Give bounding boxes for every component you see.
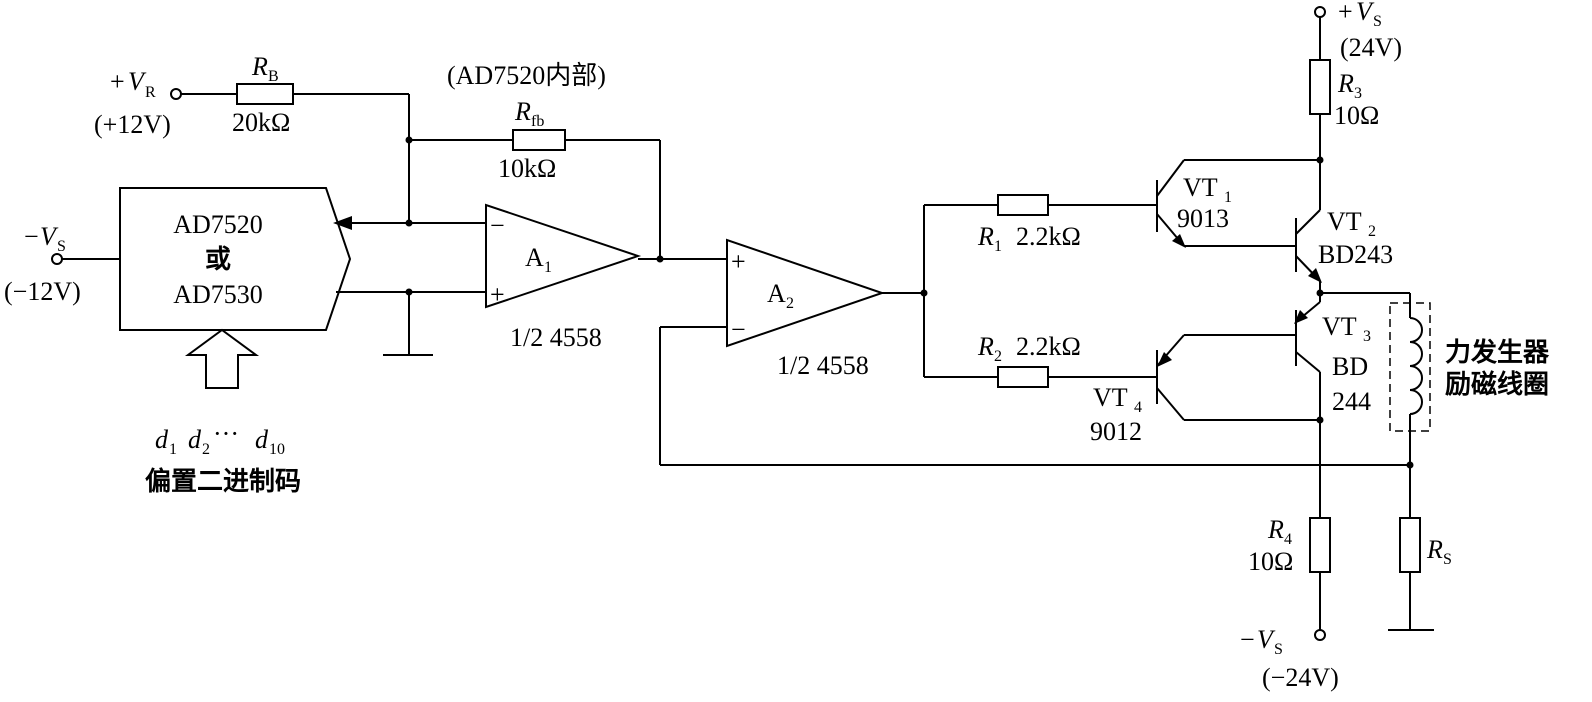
vr-sub: R [145, 84, 156, 101]
opamp-a1 [485, 203, 642, 309]
resistor-r2 [997, 366, 1049, 388]
vt1-symbol: VT [1183, 173, 1218, 202]
dac-block [119, 187, 352, 331]
dac-label-line1: AD7520 [173, 210, 263, 239]
transistor-vt4 [1156, 334, 1320, 421]
vr-sign: + [110, 67, 125, 96]
pos-vs-symbol: V [1356, 0, 1375, 26]
resistor-r1 [997, 194, 1049, 216]
dac-internal-note: (AD7520内部) [447, 61, 606, 90]
bit-d2: d [188, 425, 202, 454]
r4-symbol: R [1267, 515, 1284, 544]
pos-vs-terminal [1314, 6, 1326, 18]
opamp-a2 [726, 238, 886, 348]
vr-symbol: V [128, 67, 147, 96]
vt2-sub: 2 [1368, 223, 1376, 240]
bit-d1-sub: 1 [169, 441, 177, 458]
bit-d1: d [155, 425, 169, 454]
r1-value: 2.2kΩ [1016, 222, 1081, 251]
r2-sub: 2 [994, 348, 1002, 365]
a1-part: 1/2 4558 [510, 323, 602, 352]
resistor-rfb [512, 129, 566, 151]
neg-vs-left-value: (−12V) [4, 277, 81, 306]
a1-sub: 1 [544, 259, 552, 276]
a2-minus: − [731, 315, 746, 344]
r3-value: 10Ω [1334, 101, 1379, 130]
r4-sub: 4 [1284, 531, 1292, 548]
vt1-sub: 1 [1224, 189, 1232, 206]
vt1-part: 9013 [1177, 204, 1229, 233]
vr-terminal [170, 88, 182, 100]
a2-symbol: A [767, 279, 786, 308]
neg-vs-left-sub: S [57, 238, 66, 255]
rs-symbol: R [1426, 535, 1443, 564]
excitation-coil [1409, 317, 1423, 415]
vt4-symbol: VT [1093, 383, 1128, 412]
rs-sub: S [1443, 551, 1452, 568]
vt4-part: 9012 [1090, 417, 1142, 446]
pos-vs-sign: + [1338, 0, 1353, 26]
a1-minus: − [490, 211, 505, 240]
dac-label-line2: 或 [205, 245, 231, 275]
vt2-symbol: VT [1327, 207, 1362, 236]
transistor-vt2 [1295, 120, 1322, 293]
a1-plus: + [490, 280, 505, 309]
bit-d2-sub: 2 [202, 441, 210, 458]
transistor-vt1 [1156, 159, 1320, 248]
neg-vs-bottom-value: (−24V) [1262, 663, 1339, 692]
vr-value: (+12V) [94, 110, 171, 139]
rb-symbol: R [251, 52, 268, 81]
neg-vs-terminal-bottom [1314, 629, 1326, 641]
coil-enclosure [1389, 302, 1431, 432]
rb-sub: B [268, 68, 279, 85]
dac-label-line3: AD7530 [173, 280, 263, 309]
r4-value: 10Ω [1248, 547, 1293, 576]
neg-vs-bottom-sub: S [1274, 641, 1283, 658]
r1-sub: 1 [994, 238, 1002, 255]
rb-value: 20kΩ [232, 108, 290, 137]
r3-sub: 3 [1354, 85, 1362, 102]
resistor-rb [236, 83, 294, 105]
digital-input-arrow [184, 328, 260, 389]
neg-vs-terminal-left [51, 253, 63, 265]
r3-symbol: R [1337, 69, 1354, 98]
r2-symbol: R [977, 332, 994, 361]
neg-vs-bottom-sign: − [1240, 625, 1255, 654]
resistor-r4 [1309, 517, 1331, 573]
coil-label-line1: 力发生器 [1445, 337, 1550, 368]
pos-vs-value: (24V) [1340, 33, 1402, 62]
rfb-sub: fb [531, 113, 544, 130]
r2-value: 2.2kΩ [1016, 332, 1081, 361]
a2-sub: 2 [786, 295, 794, 312]
neg-vs-left-symbol: V [40, 222, 59, 251]
resistor-r3 [1309, 59, 1331, 115]
rfb-symbol: R [514, 97, 531, 126]
coil-label-line2: 励磁线圈 [1445, 369, 1549, 400]
r1-symbol: R [977, 222, 994, 251]
vt3-part2: 244 [1332, 387, 1371, 416]
neg-vs-bottom-symbol: V [1257, 625, 1276, 654]
a2-part: 1/2 4558 [777, 351, 869, 380]
a1-symbol: A [525, 243, 544, 272]
vt2-part: BD243 [1318, 240, 1393, 269]
vt4-sub: 4 [1134, 399, 1142, 416]
resistor-rs [1399, 517, 1421, 573]
vt3-part1: BD [1332, 352, 1368, 381]
rfb-value: 10kΩ [498, 154, 556, 183]
bit-d10-sub: 10 [269, 441, 285, 458]
bit-dots: ··· [213, 419, 239, 448]
pos-vs-sub: S [1373, 13, 1382, 30]
bit-d10: d [255, 425, 269, 454]
transistor-vt3 [1184, 293, 1321, 518]
vt3-symbol: VT [1322, 312, 1357, 341]
a2-plus: + [731, 247, 746, 276]
neg-vs-left-sign: − [24, 222, 39, 251]
offset-binary-code-label: 偏置二进制码 [145, 466, 301, 497]
vt3-sub: 3 [1363, 328, 1371, 345]
